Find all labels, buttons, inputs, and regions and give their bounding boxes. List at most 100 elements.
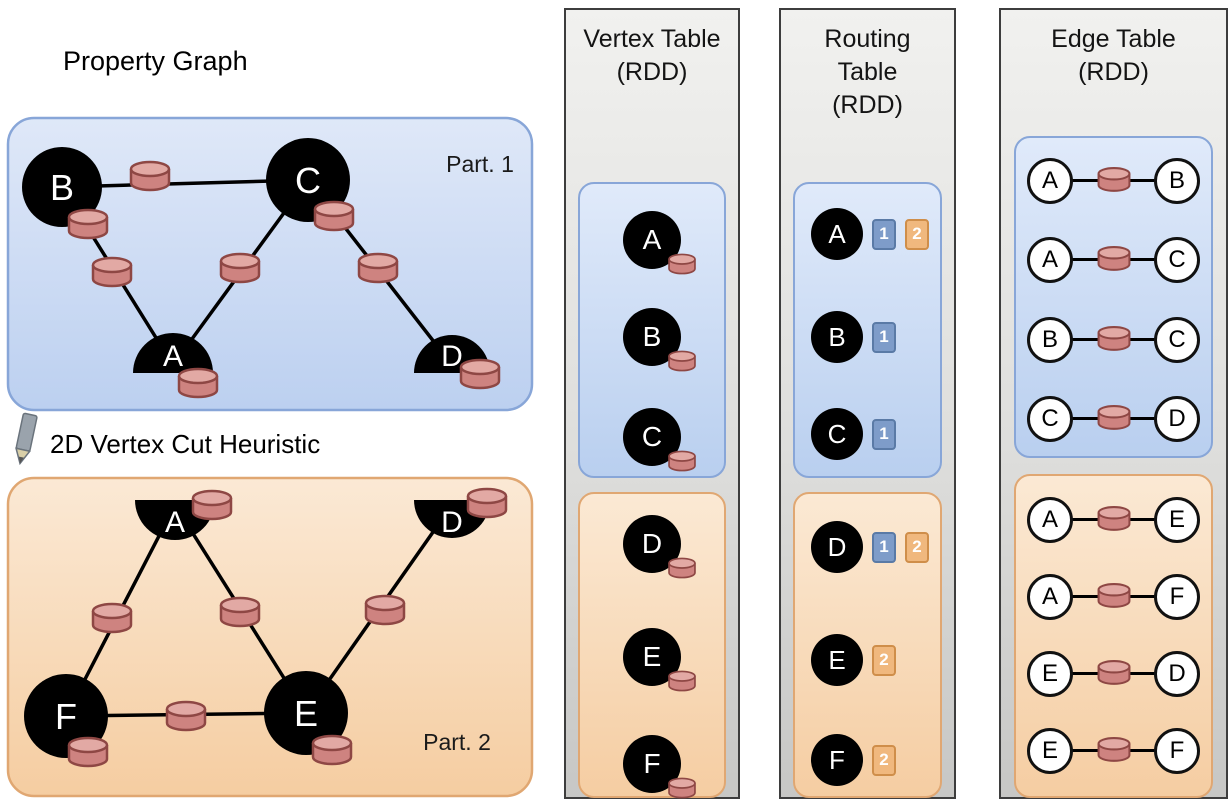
- edge-dst-vertex: B: [1154, 158, 1200, 204]
- edge-entry: E F: [1027, 726, 1200, 776]
- edge-src-vertex: E: [1027, 651, 1073, 697]
- vertex-circle: A: [811, 208, 863, 260]
- partition-badge-1: 1: [872, 418, 896, 450]
- routing-entry: E 2: [811, 634, 896, 686]
- property-cylinder-icon: [668, 350, 696, 372]
- edge-src-vertex: C: [1027, 396, 1073, 442]
- property-cylinder-icon: [313, 200, 355, 232]
- vertex-label: B: [828, 321, 846, 352]
- edge-src-label: A: [1041, 167, 1058, 194]
- vertex-A-half: [133, 333, 213, 373]
- routing-table-part2-box: D 1 2 E 2 F: [793, 492, 942, 798]
- edge-dst-vertex: D: [1154, 651, 1200, 697]
- vertex-entry: F: [580, 735, 724, 799]
- edge-table-header-line2: (RDD): [1078, 58, 1149, 86]
- property-cylinder-icon: [668, 253, 696, 275]
- edge-src-vertex: E: [1027, 728, 1073, 774]
- property-cylinder-icon: [459, 358, 501, 390]
- edge-entry: A F: [1027, 572, 1200, 622]
- badge-label: 1: [879, 327, 889, 346]
- property-cylinder-icon: [466, 487, 508, 519]
- graph-partition-1: Part. 1 B C A D: [6, 116, 534, 412]
- edge-src-label: B: [1041, 326, 1058, 353]
- vertex-F-label: F: [55, 696, 77, 737]
- property-cylinder-icon: [91, 602, 133, 634]
- property-cylinder-icon: [67, 736, 109, 768]
- property-cylinder-icon: [668, 777, 696, 799]
- property-cylinder-icon: [1097, 583, 1130, 608]
- vertex-C-label: C: [295, 160, 321, 201]
- vertex-circle: F: [811, 734, 863, 786]
- vertex-cut-annotation: 2D Vertex Cut Heuristic: [15, 412, 320, 466]
- edge-dst-label: D: [1168, 405, 1186, 432]
- property-cylinder-icon: [311, 734, 353, 766]
- property-cylinder-icon: [364, 594, 406, 626]
- property-cylinder-icon: [1097, 737, 1130, 762]
- partition-badge-2: 2: [872, 744, 896, 776]
- partition-badge-2: 2: [905, 218, 929, 250]
- edge-src-vertex: A: [1027, 497, 1073, 543]
- property-cylinder-icon: [1097, 246, 1130, 271]
- vertex-entry: B: [580, 308, 724, 372]
- property-cylinder-icon: [67, 208, 109, 240]
- property-graph-panel: Property Graph Part. 1 B C A D: [6, 46, 534, 798]
- edge-dst-label: B: [1168, 167, 1185, 194]
- property-cylinder-icon: [165, 700, 207, 732]
- routing-entry: F 2: [811, 734, 896, 786]
- vertex-A-label: A: [163, 340, 183, 373]
- partition-badge-2: 2: [872, 644, 896, 676]
- partition-2-label: Part. 2: [423, 729, 491, 755]
- vertex-D-label: D: [441, 340, 463, 373]
- vertex-B: [22, 147, 102, 227]
- property-cylinder-icon: [1097, 506, 1130, 531]
- vertex-circle: E: [811, 634, 863, 686]
- vertex-label: A: [642, 224, 662, 255]
- vertex-table-part2-box: D E F: [578, 492, 726, 799]
- edge-entry: A B: [1027, 156, 1200, 206]
- edge-dst-vertex: D: [1154, 396, 1200, 442]
- routing-entry: B 1: [811, 311, 896, 363]
- edge-dst-vertex: E: [1154, 497, 1200, 543]
- vertex-A-label: A: [165, 506, 185, 539]
- edge-dst-label: D: [1168, 660, 1186, 687]
- vertex-label: E: [642, 641, 662, 672]
- partition-badge-1: 1: [872, 531, 896, 563]
- edge-entry: E D: [1027, 649, 1200, 699]
- routing-table-header: Routing Table (RDD): [781, 10, 954, 122]
- property-cylinder-icon: [191, 489, 233, 521]
- page-title: Property Graph: [63, 46, 248, 76]
- vertex-label: F: [643, 748, 661, 779]
- edge-src-label: A: [1041, 246, 1058, 273]
- edge-src-vertex: A: [1027, 574, 1073, 620]
- vertex-circle: D: [811, 521, 863, 573]
- property-cylinder-icon: [129, 160, 171, 192]
- partition-1-box: [6, 116, 534, 412]
- property-cylinder-icon: [668, 450, 696, 472]
- vertex-table-header: Vertex Table (RDD): [566, 10, 738, 89]
- routing-entry: C 1: [811, 408, 896, 460]
- badge-label: 2: [879, 650, 889, 669]
- partition-1-label: Part. 1: [446, 151, 514, 177]
- edge-dst-label: F: [1169, 583, 1185, 610]
- edge-dst-label: E: [1168, 506, 1185, 533]
- vertex-entry: E: [580, 628, 724, 692]
- vertex-table-panel: Vertex Table (RDD) A B: [564, 8, 740, 799]
- vertex-label: B: [642, 321, 662, 352]
- vertex-label: C: [827, 418, 847, 449]
- edge-table-part1-box: A B A C B: [1014, 136, 1213, 458]
- edge-entry: B C: [1027, 315, 1200, 365]
- property-cylinder-icon: [668, 670, 696, 692]
- vertex-table-header-line2: (RDD): [616, 58, 688, 86]
- edge-dst-vertex: F: [1154, 574, 1200, 620]
- edge-src-label: A: [1041, 583, 1058, 610]
- property-cylinder-icon: [357, 252, 399, 284]
- partition-badge-1: 1: [872, 321, 896, 353]
- edge-table-part2-box: A E A F E: [1014, 474, 1213, 798]
- property-cylinder-icon: [668, 557, 696, 579]
- edge-src-label: E: [1041, 737, 1058, 764]
- property-cylinder-icon: [1097, 167, 1130, 192]
- edge-src-vertex: A: [1027, 158, 1073, 204]
- vertex-table-part1-box: A B C: [578, 182, 726, 478]
- graph-partition-2: Part. 2 A D F E: [6, 476, 534, 798]
